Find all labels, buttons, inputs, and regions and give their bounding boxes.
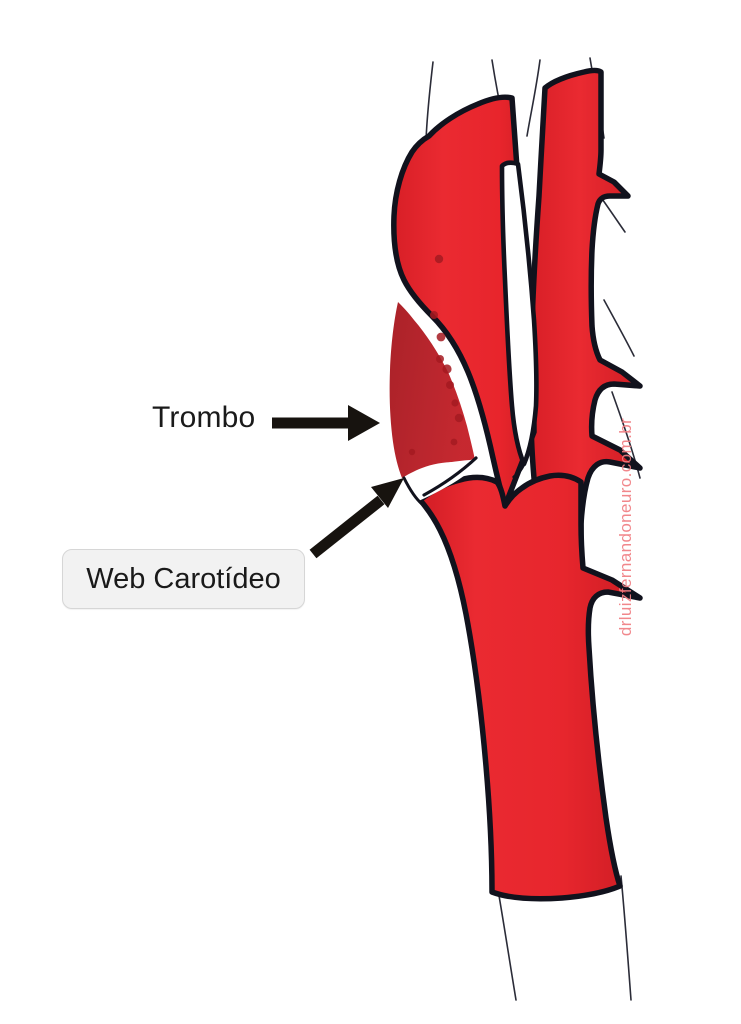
internal-carotid-artery — [389, 94, 537, 509]
label-trombo: Trombo — [152, 401, 256, 434]
thrombus-region — [389, 302, 475, 478]
bifurcation-gap — [499, 160, 539, 479]
vessel-wall-extension-lines — [425, 57, 641, 1001]
common-carotid-artery — [417, 472, 643, 902]
web-carotideo-arrow — [309, 478, 404, 559]
label-web-carotideo-text: Web Carotídeo — [86, 562, 281, 595]
thrombus-speckles — [408, 254, 464, 456]
label-web-carotideo-box: Web Carotídeo — [62, 549, 305, 609]
trombo-arrow — [272, 405, 380, 441]
carotid-web-notch — [402, 456, 488, 506]
